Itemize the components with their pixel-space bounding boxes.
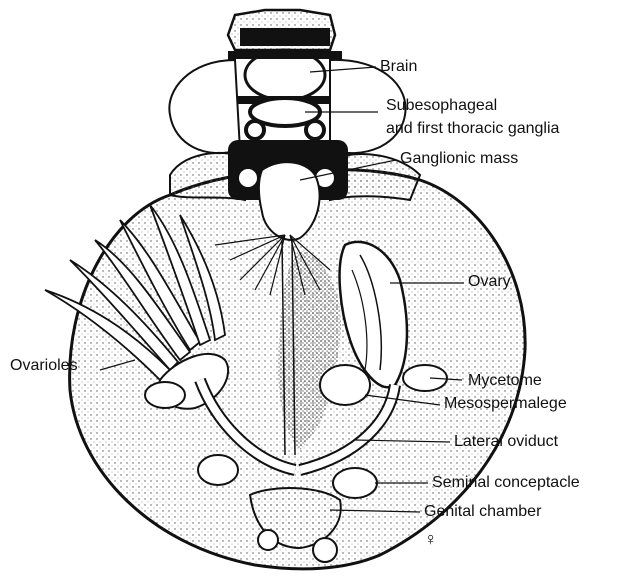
mycetome-right bbox=[403, 365, 447, 391]
label-lateral-oviduct: Lateral oviduct bbox=[454, 433, 558, 451]
label-subesophageal-line1: Subesophageal bbox=[386, 97, 497, 115]
seminal-conceptacle-left bbox=[198, 455, 238, 485]
label-ganglionic-mass: Ganglionic mass bbox=[400, 150, 518, 168]
mesospermalege-blob bbox=[320, 365, 370, 405]
head-dark-band bbox=[240, 28, 330, 46]
label-mesospermalege: Mesospermalege bbox=[444, 395, 567, 413]
label-female-symbol: ♀ bbox=[424, 530, 438, 548]
label-genital-chamber: Genital chamber bbox=[424, 503, 541, 521]
label-mycetome: Mycetome bbox=[468, 372, 542, 390]
label-brain: Brain bbox=[380, 58, 417, 76]
left-thorax-lobe bbox=[169, 60, 240, 153]
ganglion-right-node bbox=[306, 121, 324, 139]
seminal-conceptacle-right bbox=[333, 468, 377, 498]
ganglion-left-node bbox=[246, 121, 264, 139]
label-seminal-conceptacle: Seminal conceptacle bbox=[432, 474, 580, 492]
label-ovarioles: Ovarioles bbox=[10, 357, 78, 375]
ganglionic-mass bbox=[259, 162, 320, 240]
label-ovary: Ovary bbox=[468, 273, 511, 291]
mycetome-left bbox=[145, 382, 185, 408]
label-subesophageal-line2: and first thoracic ganglia bbox=[386, 120, 559, 138]
